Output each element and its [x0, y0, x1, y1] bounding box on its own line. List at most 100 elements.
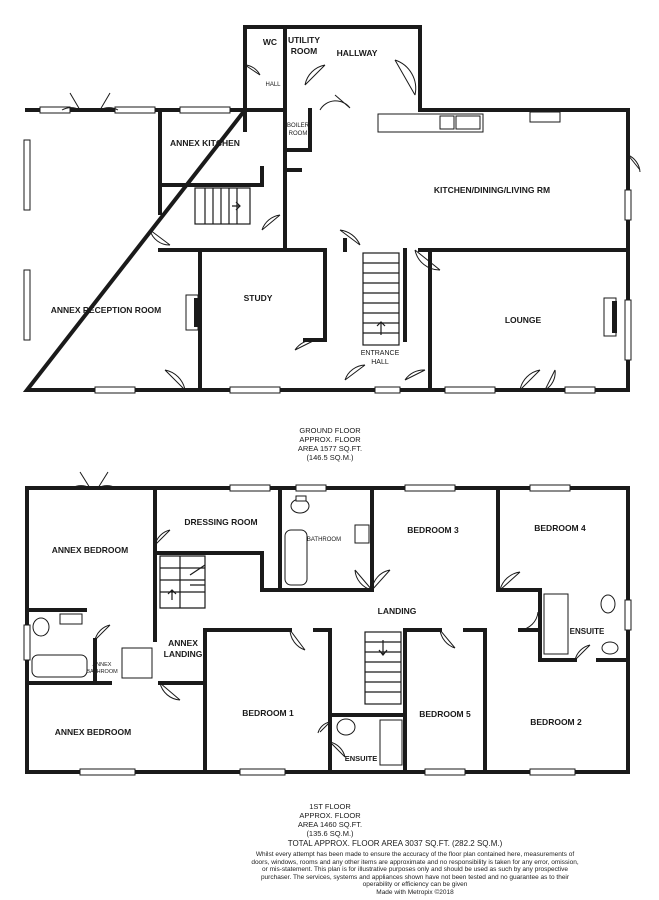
window	[239, 768, 286, 776]
door	[439, 629, 456, 649]
room-label-annex-bedroom: ANNEX BEDROOM	[52, 545, 129, 555]
door	[94, 624, 111, 641]
first-floor: ANNEX BEDROOM DRESSING ROOM BATHROOM BED…	[23, 471, 632, 776]
window	[444, 386, 496, 394]
first-area-line: 1ST FLOOR	[309, 802, 351, 811]
ground-area-line: GROUND FLOOR	[299, 426, 361, 435]
bathroom-wall	[260, 486, 542, 592]
room-label-bedroom-3: BEDROOM 3	[407, 525, 459, 535]
window	[229, 484, 271, 492]
ground-rear-block-wall	[243, 25, 312, 152]
door	[159, 682, 181, 701]
door	[574, 644, 591, 661]
door	[71, 471, 91, 489]
kitchen-units	[377, 111, 561, 133]
door	[97, 471, 117, 489]
annex-wall	[25, 486, 264, 685]
door	[404, 369, 426, 381]
study-wall	[198, 338, 327, 392]
door	[154, 529, 171, 546]
room-label-bathroom: BATHROOM	[307, 537, 341, 543]
door	[414, 249, 441, 271]
window	[404, 484, 456, 492]
room-label-annex-bathroom-2: BATHROOM	[86, 669, 118, 675]
door	[289, 629, 306, 651]
door	[627, 154, 641, 173]
ground-floor: WC UTILITY ROOM HALLWAY HALL BOILER ROOM…	[22, 25, 641, 394]
first-area-line: (135.6 SQ.M.)	[306, 829, 354, 838]
door	[371, 569, 391, 591]
window	[23, 139, 31, 211]
room-label-boiler-2: ROOM	[289, 131, 308, 137]
room-label-entrance-2: HALL	[371, 359, 389, 366]
room-label-bedroom-1: BEDROOM 1	[242, 708, 294, 718]
total-area: TOTAL APPROX. FLOOR AREA 3037 SQ.FT. (28…	[288, 839, 503, 848]
room-label-annex-reception: ANNEX RECEPTION ROOM	[51, 305, 162, 315]
door	[99, 92, 119, 111]
door	[149, 229, 171, 246]
room-label-annex-landing-2: LANDING	[164, 649, 203, 659]
fireplace	[185, 294, 617, 337]
window	[624, 599, 632, 631]
annex-bath-fixtures	[31, 613, 153, 679]
ground-area-line: AREA 1577 SQ.FT.	[298, 444, 362, 453]
bedroom-walls	[203, 628, 487, 774]
room-label-dressing: DRESSING ROOM	[184, 517, 257, 527]
central-partition	[198, 148, 327, 392]
window	[79, 768, 136, 776]
room-label-annex-kitchen: ANNEX KITCHEN	[170, 138, 240, 148]
window	[23, 624, 31, 661]
door	[61, 92, 81, 111]
door	[317, 721, 331, 734]
door	[339, 229, 361, 246]
window	[529, 484, 571, 492]
door	[261, 214, 281, 231]
window	[624, 299, 632, 361]
ensuite-fixtures	[543, 593, 619, 655]
door	[499, 571, 521, 591]
door	[164, 369, 186, 391]
credit-text: Made with Metropix ©2018	[376, 888, 454, 896]
first-floor-area: 1ST FLOOR APPROX. FLOOR AREA 1460 SQ.FT.…	[288, 802, 503, 848]
stairs	[362, 252, 400, 346]
room-label-boiler: BOILER	[287, 123, 310, 129]
room-label-kitchen: KITCHEN/DINING/LIVING RM	[434, 185, 550, 195]
door	[354, 569, 373, 591]
room-label-utility-2: ROOM	[291, 46, 317, 56]
window	[229, 386, 281, 394]
kitchen-lounge-divider	[343, 238, 630, 392]
door	[519, 611, 540, 631]
room-label-study: STUDY	[244, 293, 273, 303]
room-label-landing: LANDING	[378, 606, 417, 616]
door	[294, 339, 316, 351]
window	[564, 386, 596, 394]
window	[23, 269, 31, 341]
first-area-line: APPROX. FLOOR	[299, 811, 361, 820]
ground-area-line: APPROX. FLOOR	[299, 435, 361, 444]
room-label-annex-bathroom: ANNEX	[93, 662, 112, 668]
window	[179, 106, 231, 114]
room-label-bedroom-5: BEDROOM 5	[419, 709, 471, 719]
bath-fixtures	[284, 495, 370, 586]
room-label-utility: UTILITY	[288, 35, 320, 45]
ground-outer-wall	[22, 25, 630, 392]
window	[295, 484, 327, 492]
door	[244, 64, 261, 76]
room-label-hall: HALL	[265, 82, 281, 88]
stairs	[364, 631, 402, 705]
window	[374, 386, 401, 394]
annex-kitchen-wall	[158, 108, 264, 252]
door	[344, 364, 366, 381]
door	[319, 94, 351, 111]
door	[394, 59, 417, 96]
first-area-line: AREA 1460 SQ.FT.	[298, 820, 362, 829]
room-label-lounge: LOUNGE	[505, 315, 542, 325]
room-label-annex-landing: ANNEX	[168, 638, 198, 648]
room-label-wc: WC	[263, 37, 277, 47]
window	[94, 386, 136, 394]
room-label-hallway: HALLWAY	[337, 48, 378, 58]
disclaimer-text: Whilst every attempt has been made to en…	[251, 851, 579, 889]
stairs	[159, 555, 206, 609]
window	[424, 768, 466, 776]
